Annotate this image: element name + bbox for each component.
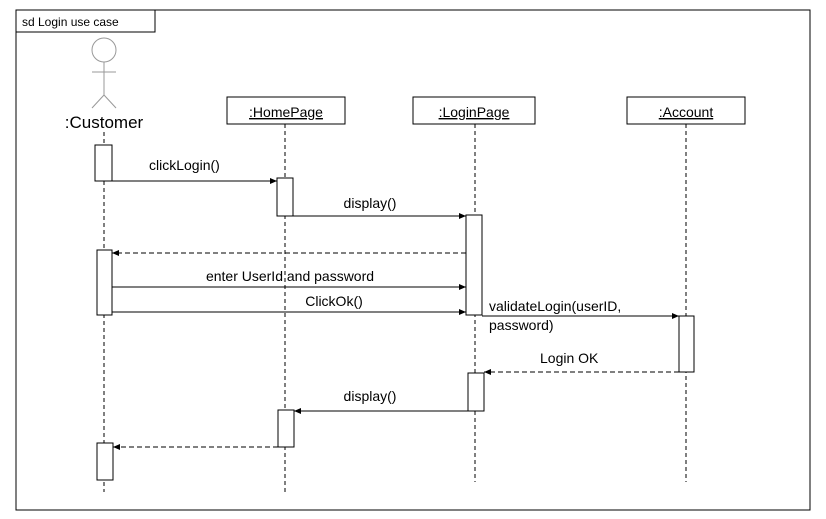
- lifeline-head-loginpage: [412, 96, 536, 125]
- message-label: validateLogin(userID,: [489, 298, 621, 314]
- lifeline-head-account: [626, 96, 746, 125]
- actor-name: :Customer: [65, 113, 144, 132]
- lifeline-head-homepage: [226, 96, 346, 125]
- activation-bar: [96, 249, 113, 316]
- diagram-frame: [15, 9, 811, 511]
- lifeline-name: :Account: [659, 104, 714, 120]
- activation-bar: [94, 144, 113, 182]
- actor-customer: [91, 37, 117, 109]
- frame-label: sd Login use case: [22, 15, 119, 29]
- actor-head-icon: [91, 37, 117, 63]
- message-label: ClickOk(): [305, 293, 363, 309]
- lifeline-name: :HomePage: [249, 104, 323, 120]
- message-label: Login OK: [540, 350, 599, 366]
- frame-label-box: [15, 9, 156, 33]
- message-label: enter UserId and password: [206, 268, 374, 284]
- message-label: clickLogin(): [149, 157, 220, 173]
- message-label: display(): [344, 195, 397, 211]
- activation-bar: [276, 177, 294, 217]
- message-label: display(): [344, 388, 397, 404]
- activation-bar: [96, 442, 114, 481]
- activation-bar: [277, 409, 295, 448]
- activation-bar: [467, 372, 485, 412]
- activation-bar: [678, 315, 695, 373]
- lifeline-name: :LoginPage: [439, 104, 510, 120]
- message-label: password): [489, 317, 554, 333]
- activation-bar: [465, 214, 483, 316]
